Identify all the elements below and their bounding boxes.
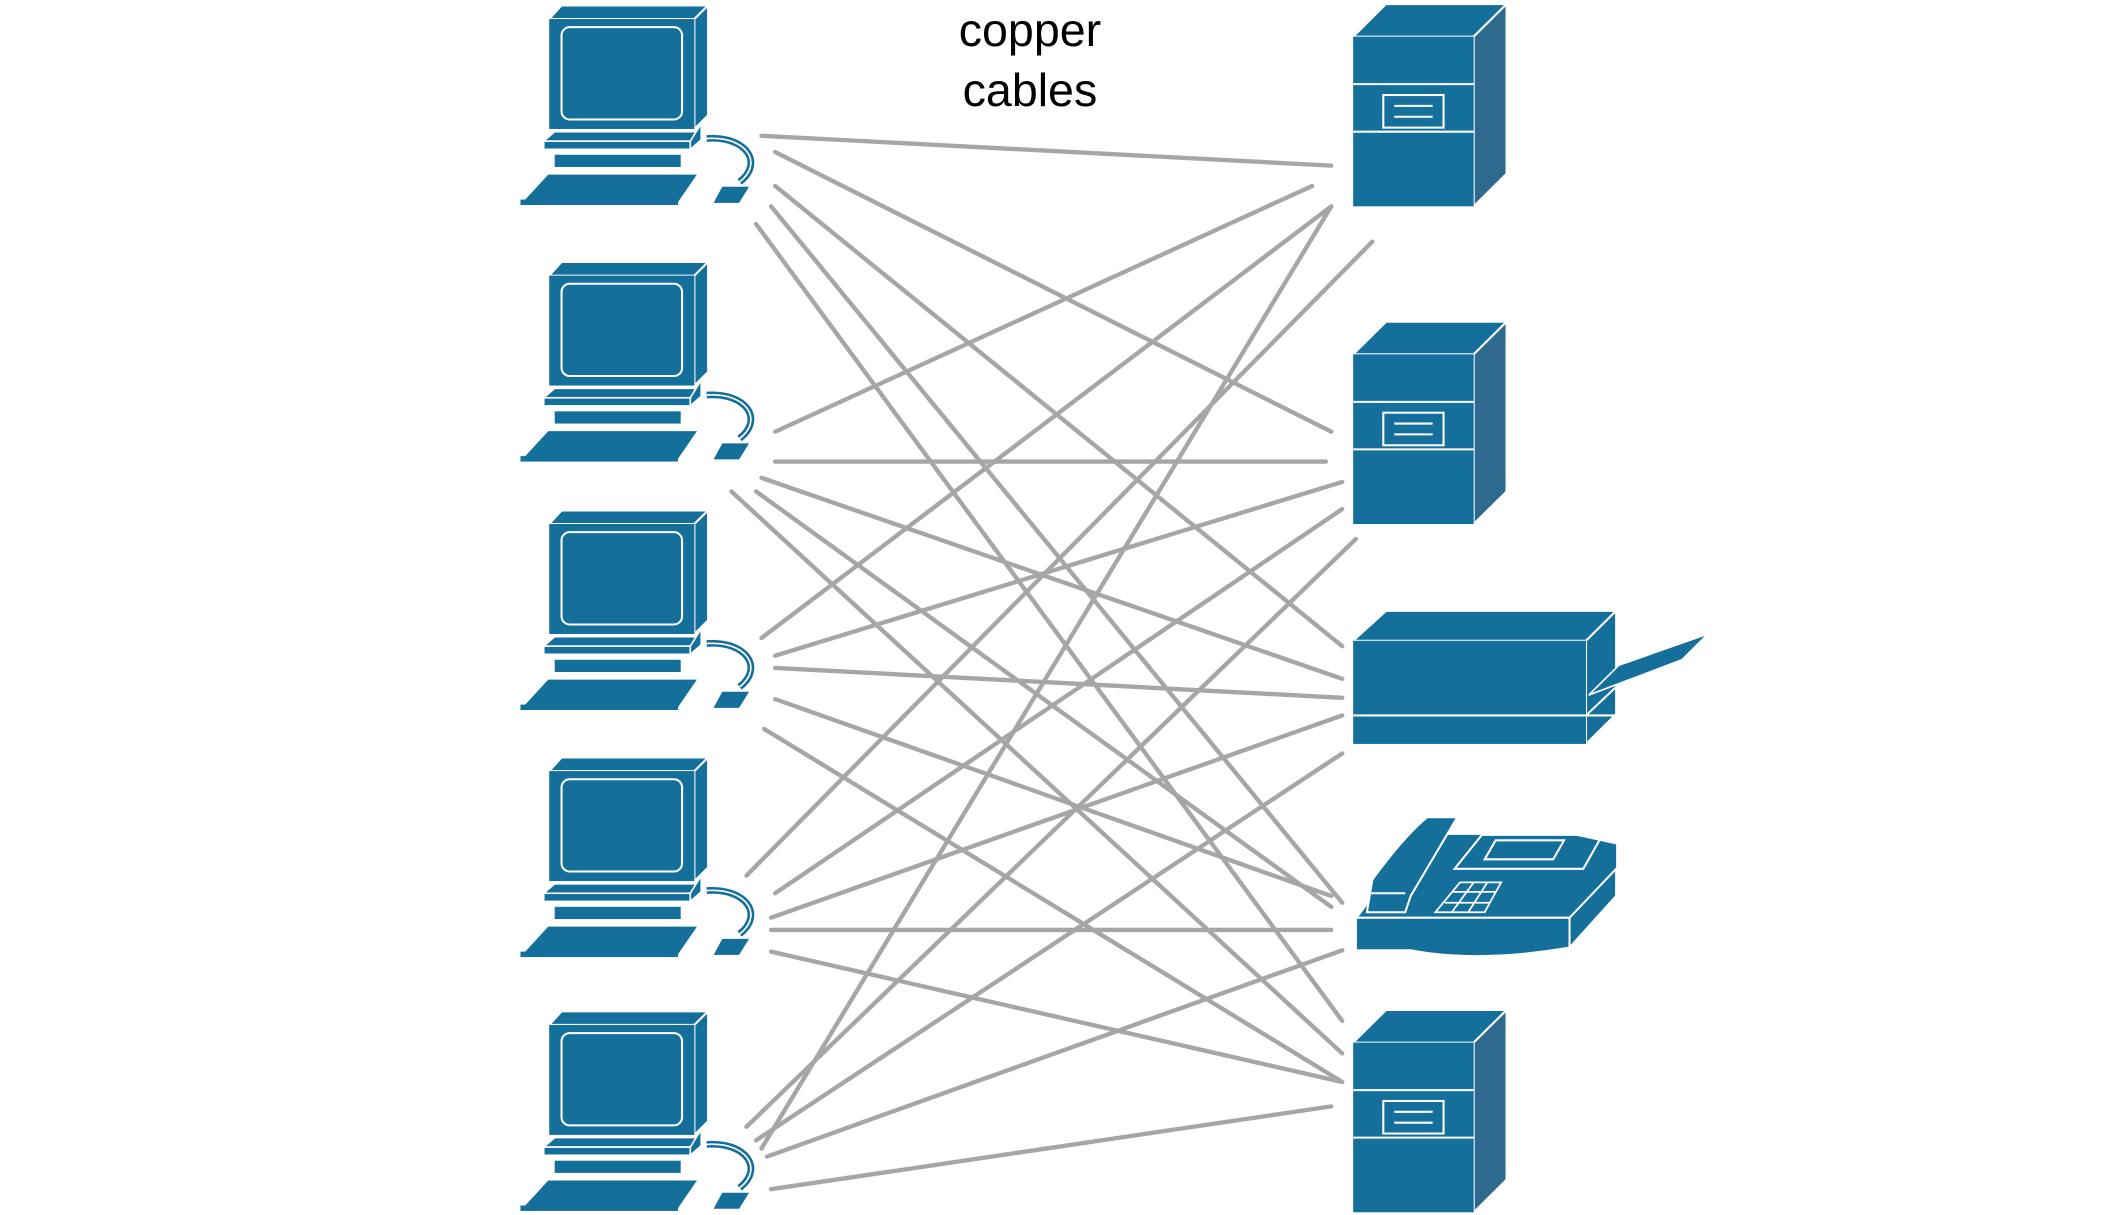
cable [762, 726, 1345, 1085]
cable [759, 133, 1334, 168]
cable [753, 221, 1345, 1024]
computer-icon [520, 758, 750, 958]
server-icon [1352, 320, 1508, 526]
cable [768, 204, 1345, 905]
computer-icon [520, 510, 750, 710]
cable [759, 204, 1334, 641]
cable [773, 665, 1345, 700]
phone-icon [1354, 816, 1618, 958]
server-icon [1352, 3, 1508, 208]
label-copper: copper [959, 4, 1101, 56]
cable [773, 183, 1345, 649]
cable [768, 713, 1345, 920]
computer-icon [520, 5, 750, 205]
cable [773, 506, 1345, 896]
printer-icon [1350, 608, 1709, 747]
cable [773, 149, 1334, 434]
cable [753, 489, 1334, 910]
cable [759, 204, 1334, 1151]
cable [764, 948, 1345, 1159]
cable [773, 696, 1334, 899]
cable [753, 751, 1345, 1143]
cable [773, 183, 1315, 434]
cable [744, 536, 1359, 1129]
computer-icon [520, 262, 750, 462]
cable [768, 1104, 1334, 1192]
cable [773, 479, 1345, 658]
cable [768, 949, 1345, 1085]
cable [744, 239, 1375, 878]
computer-icon [520, 1011, 750, 1211]
copper-cables [729, 133, 1375, 1192]
label-cables: cables [963, 64, 1098, 116]
server-icon [1352, 1008, 1508, 1214]
